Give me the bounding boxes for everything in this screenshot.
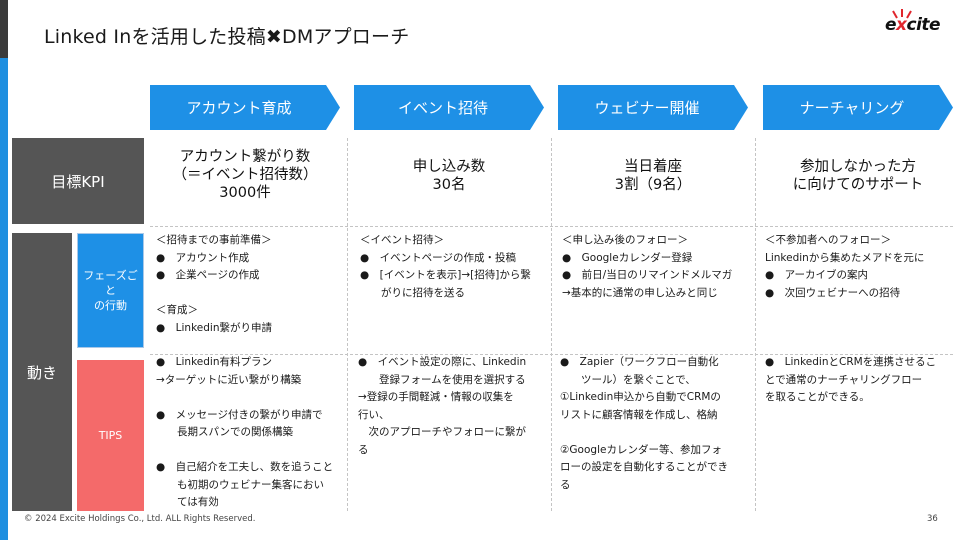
stage-account-growth: アカウント育成 — [150, 85, 340, 130]
kpi-account-growth: アカウント繋がり数（＝イベント招待数）3000件 — [172, 149, 318, 201]
tips-nurturing: ● LinkedinとCRMを連携させることで通常のナーチャリングフローを取るこ… — [765, 356, 937, 403]
movement-row-label: 動き — [12, 233, 72, 511]
left-accent-bar-dark — [0, 0, 8, 58]
action-account-growth: ＜招待までの事前準備＞● アカウント作成● 企業ページの作成＜育成＞● Link… — [156, 234, 272, 334]
phase-action-label: フェーズごとの行動 — [77, 233, 144, 348]
excite-logo: excite — [883, 8, 949, 38]
kpi-row-label: 目標KPI — [12, 138, 144, 224]
tips-event-invite: ● イベント設定の際に、Linkedin 登録フォームを使用を選択する→登録の手… — [358, 356, 527, 456]
divider-col-1 — [347, 138, 348, 511]
logo-sparkle-icon — [892, 9, 912, 19]
tips-account-growth: ● Linkedin有料プラン→ターゲットに近い繋がり構築● メッセージ付きの繋… — [156, 356, 334, 508]
slide-title: Linked Inを活用した投稿✖DMアプローチ — [44, 26, 410, 48]
divider-col-3 — [755, 138, 756, 511]
stage-webinar: ウェビナー開催 — [558, 85, 748, 130]
page-number: 36 — [927, 514, 938, 524]
action-nurturing: ＜不参加者へのフォロー＞Linkedinから集めたメアドを元に● アーカイブの案… — [765, 234, 925, 299]
footer-copyright: © 2024 Excite Holdings Co., Ltd. ALL Rig… — [24, 514, 256, 524]
stage-nurturing: ナーチャリング — [763, 85, 953, 130]
tips-label: TIPS — [77, 360, 144, 511]
divider-col-2 — [551, 138, 552, 511]
kpi-nurturing: 参加しなかった方に向けてのサポート — [792, 159, 924, 193]
logo-wordmark: excite — [885, 15, 941, 35]
action-webinar: ＜申し込み後のフォロー＞● Googleカレンダー登録● 前日/当日のリマインド… — [562, 234, 733, 299]
tips-webinar: ● Zapier（ワークフロー自動化 ツール）を繋ぐことで、①Linkedin申… — [560, 356, 728, 491]
stage-event-invite: イベント招待 — [354, 85, 544, 130]
left-accent-bar-blue — [0, 58, 8, 540]
action-event-invite: ＜イベント招待＞● イベントページの作成・投稿● [イベントを表示]→[招待]か… — [360, 234, 531, 299]
